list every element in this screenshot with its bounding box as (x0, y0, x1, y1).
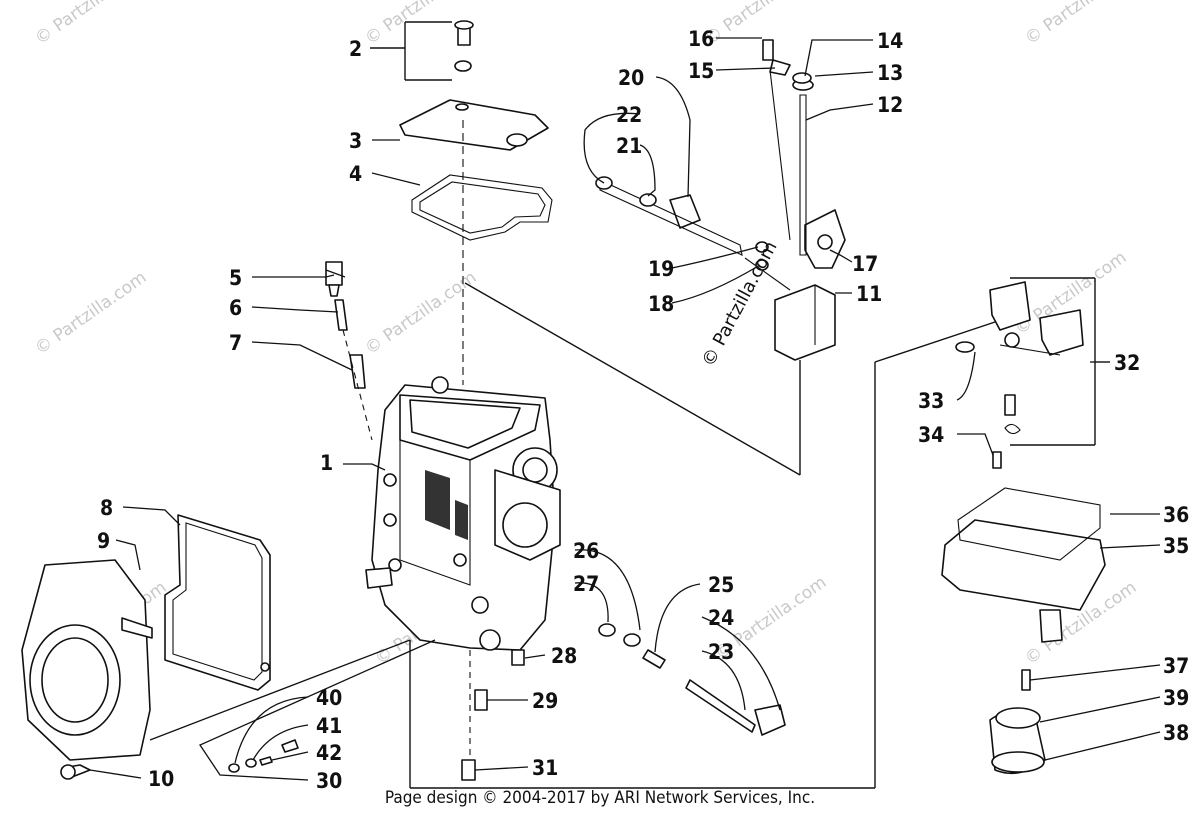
callout-25: 25 (708, 573, 734, 597)
callout-16: 16 (688, 27, 714, 51)
carburetor-body (365, 376, 561, 651)
copyright-footer: Page design © 2004-2017 by ARI Network S… (384, 788, 816, 808)
callout-3: 3 (349, 129, 362, 153)
watermark: © Partzilla.com (1021, 0, 1140, 49)
callout-22: 22 (616, 103, 642, 127)
callout-21: 21 (616, 134, 642, 158)
callout-19: 19 (648, 257, 674, 281)
leader-lines (89, 37, 1161, 781)
callout-32: 32 (1114, 351, 1140, 375)
callout-24: 24 (708, 606, 734, 630)
callout-14: 14 (877, 29, 903, 53)
callout-28: 28 (551, 644, 577, 668)
callout-8: 8 (100, 496, 113, 520)
callout-29: 29 (532, 689, 558, 713)
float-bowl-parts (941, 487, 1106, 775)
watermark: © Partzilla.com (701, 0, 820, 49)
callout-15: 15 (688, 59, 714, 83)
group-lines (370, 21, 1110, 789)
float-cover-parts (399, 20, 553, 385)
callout-4: 4 (349, 162, 362, 186)
callout-30: 30 (316, 769, 342, 793)
callout-27: 27 (573, 572, 599, 596)
callout-37: 37 (1163, 654, 1189, 678)
callout-6: 6 (229, 296, 242, 320)
callout-10: 10 (148, 767, 174, 791)
throttle-parts (595, 39, 846, 361)
callout-39: 39 (1163, 686, 1189, 710)
callout-17: 17 (852, 252, 878, 276)
callout-5: 5 (229, 266, 242, 290)
callout-31: 31 (532, 756, 558, 780)
callout-23: 23 (708, 640, 734, 664)
float-parts (955, 281, 1084, 469)
callout-33: 33 (918, 389, 944, 413)
callout-12: 12 (877, 93, 903, 117)
jet-parts (228, 623, 786, 781)
callout-38: 38 (1163, 721, 1189, 745)
callout-20: 20 (618, 66, 644, 90)
callout-13: 13 (877, 61, 903, 85)
callout-35: 35 (1163, 534, 1189, 558)
callout-1: 1 (320, 451, 333, 475)
callout-18: 18 (648, 292, 674, 316)
callout-36: 36 (1163, 503, 1189, 527)
callout-41: 41 (316, 714, 342, 738)
center-watermark: © Partzilla.com (698, 238, 782, 371)
callout-9: 9 (97, 529, 110, 553)
callout-42: 42 (316, 741, 342, 765)
callout-26: 26 (573, 539, 599, 563)
callout-labels: 1 2 3 4 5 6 7 8 9 10 11 12 13 14 15 16 1… (97, 27, 1189, 793)
air-boot-parts (21, 514, 271, 780)
callout-34: 34 (918, 423, 944, 447)
pilot-screw-parts (325, 261, 373, 441)
watermark: © Partzilla.com (31, 0, 150, 49)
watermark: © Partzilla.com (31, 267, 150, 359)
callout-40: 40 (316, 686, 342, 710)
callout-11: 11 (856, 282, 882, 306)
callout-7: 7 (229, 331, 242, 355)
callout-2: 2 (349, 37, 362, 61)
